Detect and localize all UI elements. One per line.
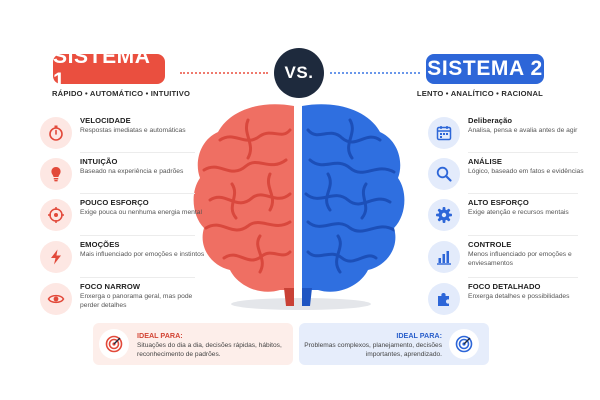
feature-title: EMOÇÕES — [80, 240, 120, 249]
target-icon — [99, 329, 129, 359]
feature-description: Menos influenciado por emoções e enviesa… — [468, 251, 572, 267]
puzzle-icon — [428, 283, 460, 315]
feature-title: ANÁLISE — [468, 157, 503, 166]
feature-velocidade: VELOCIDADE Respostas imediatas e automát… — [40, 114, 200, 154]
left-hemisphere-folds — [202, 118, 292, 274]
feature-description: Exige pouca ou nenhuma energia mental — [80, 209, 202, 216]
divider — [468, 235, 578, 236]
bar-chart-icon — [428, 241, 460, 273]
feature-foco-detalhado: FOCO DETALHADO Enxerga detalhes e possib… — [428, 280, 588, 320]
divider — [80, 235, 195, 236]
feature-alto-esforco: ALTO ESFORÇO Exige atenção e recursos me… — [428, 196, 588, 236]
feature-description: Baseado na experiência e padrões — [80, 168, 184, 175]
brain-stem-right — [302, 288, 312, 306]
lightbulb-icon — [40, 158, 72, 190]
brain-stem — [284, 288, 294, 306]
feature-description: Respostas imediatas e automáticas — [80, 127, 186, 134]
ideal-text: Problemas complexos, planejamento, decis… — [304, 342, 442, 358]
feature-title: POUCO ESFORÇO — [80, 198, 149, 207]
brain-divider — [294, 104, 302, 294]
feature-title: INTUIÇÃO — [80, 157, 118, 166]
feature-title: VELOCIDADE — [80, 116, 131, 125]
system2-subtitle: LENTO • ANALÍTICO • RACIONAL — [416, 89, 543, 98]
magnifier-icon — [428, 158, 460, 190]
brain-shadow — [231, 298, 371, 310]
feature-description: Enxerga o panorama geral, mas pode perde… — [80, 293, 193, 309]
ideal-text: Situações do dia a dia, decisões rápidas… — [137, 342, 282, 358]
feature-title: ALTO ESFORÇO — [468, 198, 529, 207]
system1-subtitle: RÁPIDO • AUTOMÁTICO • INTUITIVO — [52, 89, 191, 98]
feature-description: Analisa, pensa e avalia antes de agir — [468, 127, 578, 134]
vs-circle: VS. — [274, 48, 324, 98]
gear-icon — [428, 199, 460, 231]
feature-description: Mais influenciado por emoções e instinto… — [80, 251, 205, 258]
system1-ideal-box: IDEAL PARA: Situações do dia a dia, deci… — [93, 323, 293, 365]
feature-foco-narrow: FOCO NARROW Enxerga o panorama geral, ma… — [40, 280, 200, 320]
stopwatch-icon — [40, 117, 72, 149]
right-hemisphere — [302, 104, 405, 292]
ideal-label: IDEAL PARA: — [137, 331, 183, 340]
target-crosshair-icon — [40, 199, 72, 231]
left-dotted-connector — [180, 72, 268, 74]
right-hemisphere-folds — [304, 118, 396, 274]
feature-title: Deliberação — [468, 116, 513, 125]
feature-controle: CONTROLE Menos influenciado por emoções … — [428, 238, 588, 278]
divider — [468, 193, 578, 194]
feature-title: FOCO DETALHADO — [468, 282, 541, 291]
divider — [468, 277, 578, 278]
feature-description: Lógico, baseado em fatos e evidências — [468, 168, 584, 175]
target-icon — [449, 329, 479, 359]
left-hemisphere — [193, 104, 294, 292]
feature-description: Enxerga detalhes e possibilidades — [468, 293, 570, 300]
feature-pouco-esforco: POUCO ESFORÇO Exige pouca ou nenhuma ene… — [40, 196, 202, 236]
divider — [80, 193, 195, 194]
system2-badge: SISTEMA 2 — [426, 54, 544, 84]
feature-analise: ANÁLISE Lógico, baseado em fatos e evidê… — [428, 155, 588, 195]
eye-icon — [40, 283, 72, 315]
brain-illustration — [193, 104, 405, 310]
feature-title: FOCO NARROW — [80, 282, 141, 291]
divider — [80, 152, 195, 153]
ideal-label: IDEAL PARA: — [396, 331, 442, 340]
system2-ideal-box: IDEAL PARA: Problemas complexos, planeja… — [299, 323, 489, 365]
divider — [80, 277, 195, 278]
feature-description: Exige atenção e recursos mentais — [468, 209, 569, 216]
divider — [468, 152, 578, 153]
lightning-icon — [40, 241, 72, 273]
calendar-icon — [428, 117, 460, 149]
system1-badge: SISTEMA 1 — [53, 45, 165, 92]
feature-intuicao: INTUIÇÃO Baseado na experiência e padrõe… — [40, 155, 200, 195]
feature-emocoes: EMOÇÕES Mais influenciado por emoções e … — [40, 238, 204, 278]
right-dotted-connector — [330, 72, 420, 74]
feature-title: CONTROLE — [468, 240, 512, 249]
feature-deliberacao: Deliberação Analisa, pensa e avalia ante… — [428, 114, 588, 154]
